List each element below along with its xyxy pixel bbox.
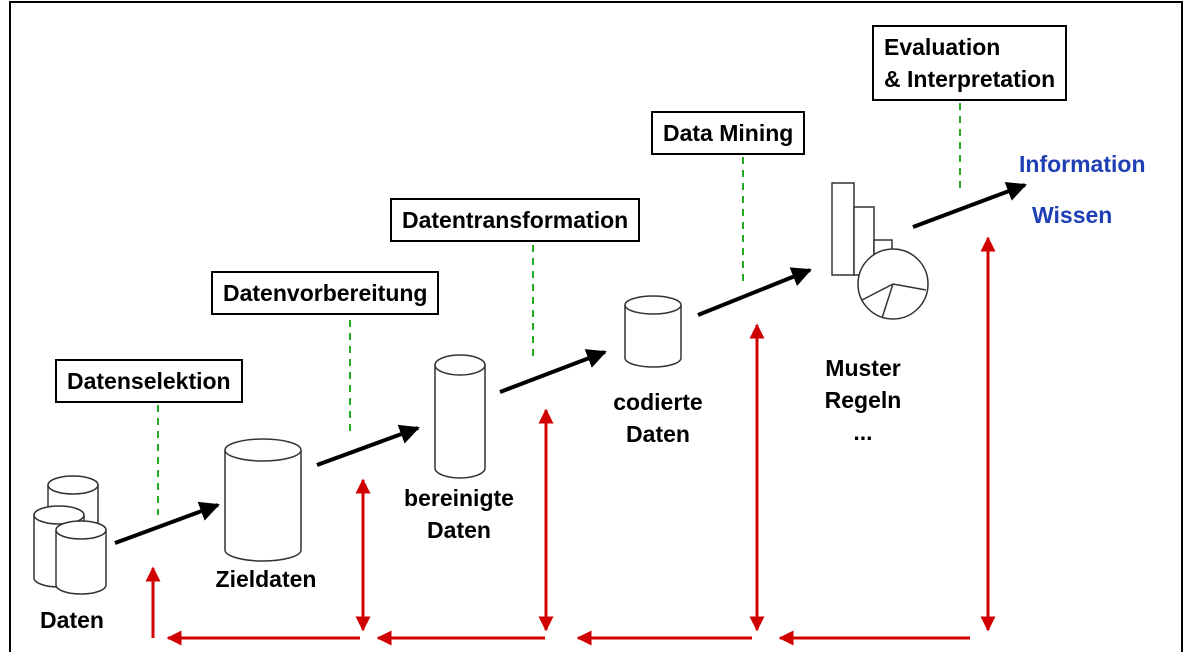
stage-raw-label: Daten [40, 607, 104, 633]
process-arrows [114, 181, 1027, 545]
step-selection-label: Datenselektion [67, 368, 231, 394]
result-knowledge-label: Wissen [1032, 202, 1113, 228]
step-mining-box: Data Mining [651, 111, 806, 155]
diagram-frame [9, 1, 1183, 652]
stage-patterns-line1: Muster [825, 355, 901, 381]
patterns-icon [831, 182, 929, 320]
raw-data-icon [33, 475, 107, 595]
step-transformation-box: Datentransformation [390, 198, 641, 242]
stage-cleaned-label: bereinigte Daten [384, 482, 534, 546]
feedback-arrows [145, 236, 996, 646]
step-connectors [157, 103, 961, 515]
step-preparation-box: Datenvorbereitung [211, 271, 440, 315]
stage-patterns-label: Muster Regeln ... [808, 352, 918, 448]
stage-cleaned-line2: Daten [427, 517, 491, 543]
step-preparation-label: Datenvorbereitung [223, 280, 428, 306]
arrow-target-to-cleaned [316, 424, 420, 467]
step-mining-label: Data Mining [663, 120, 794, 146]
step-evaluation-label-line1: Evaluation [884, 34, 1001, 60]
step-selection-box: Datenselektion [55, 359, 243, 403]
stage-target-label: Zieldaten [215, 566, 317, 592]
stage-patterns-line2: Regeln [824, 387, 902, 413]
arrow-raw-to-target [114, 501, 220, 545]
step-evaluation-label-line2: & Interpretation [884, 66, 1056, 92]
cleaned-data-icon [434, 354, 486, 479]
stage-coded-line1: codierte [613, 389, 703, 415]
arrow-patterns-to-information [912, 181, 1027, 229]
target-data-icon [224, 438, 302, 562]
stage-coded-label: codierte Daten [593, 386, 723, 450]
result-information-label: Information [1019, 151, 1146, 177]
stage-coded-line2: Daten [626, 421, 690, 447]
step-transformation-label: Datentransformation [402, 207, 629, 233]
stage-cleaned-line1: bereinigte [404, 485, 514, 511]
arrow-cleaned-to-coded [499, 349, 607, 394]
coded-data-icon [624, 295, 682, 368]
stage-patterns-line3: ... [853, 419, 873, 445]
step-evaluation-box: Evaluation & Interpretation [872, 25, 1068, 101]
arrow-coded-to-patterns [697, 267, 812, 317]
